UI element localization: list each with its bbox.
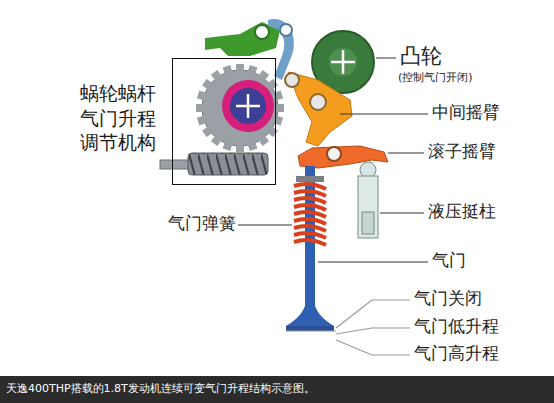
- part-label: 液压挺柱: [428, 202, 496, 222]
- part-label: 气门: [432, 251, 466, 271]
- lift-lines: [286, 300, 410, 355]
- part-label: 滚子摇臂: [428, 142, 496, 162]
- eccentric-bracket: [205, 19, 294, 80]
- hydraulic-tappet: [358, 162, 378, 238]
- part-label: 气门低升程: [414, 317, 499, 337]
- mechanism-box: 蜗轮蜗杆 气门升程 调节机构: [172, 58, 276, 185]
- worm-gear: [196, 64, 284, 152]
- part-label: (控制气门开闭): [398, 72, 473, 85]
- part-label: 凸轮: [400, 44, 442, 68]
- valve-spring: [294, 184, 326, 245]
- part-label: 气门关闭: [414, 289, 482, 309]
- part-label: 气门弹簧: [168, 214, 236, 234]
- mechanism-heading: 蜗轮蜗杆 气门升程 调节机构: [80, 81, 164, 155]
- worm-screw: [160, 153, 268, 175]
- leader-lines: [238, 58, 428, 262]
- part-label: 中间摇臂: [432, 103, 500, 123]
- part-label: 气门高升程: [414, 344, 499, 364]
- intermediate-rocker: [285, 72, 352, 146]
- valve: [286, 166, 334, 331]
- caption: 天逸400THP搭载的1.8T发动机连续可变气门升程结构示意图。: [6, 383, 315, 396]
